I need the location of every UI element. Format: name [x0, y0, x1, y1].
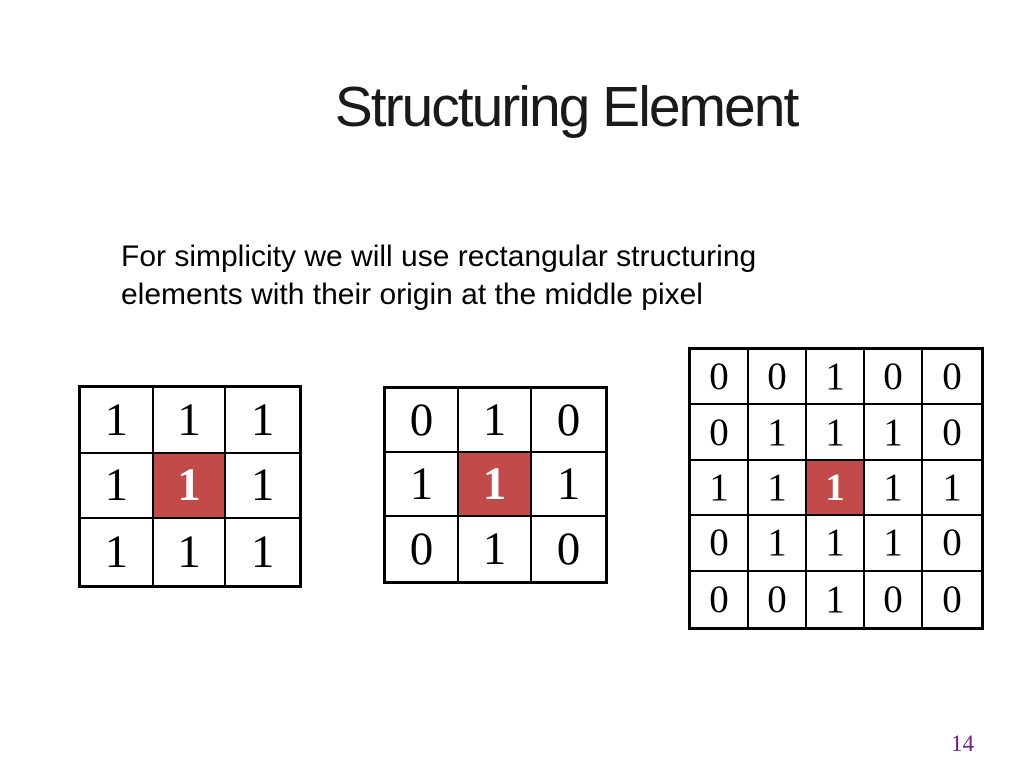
grid-cell: 0 [923, 405, 981, 461]
page-title: Structuring Element [334, 75, 800, 139]
grid-cell: 0 [386, 389, 459, 453]
grid-cell: 0 [386, 517, 459, 581]
grid-cell: 1 [154, 519, 227, 585]
grid-cell: 0 [532, 389, 605, 453]
grid-cell: 0 [749, 350, 807, 406]
grid-cell: 1 [749, 460, 807, 517]
grid-origin-cell: 1 [807, 460, 865, 517]
grid-cell: 1 [459, 389, 532, 453]
grid-cell: 1 [807, 405, 865, 461]
grid-cell: 0 [691, 405, 749, 461]
grid-origin-cell: 1 [153, 453, 227, 520]
grid-cell: 1 [865, 405, 923, 461]
body-text: For simplicity we will use rectangular s… [121, 238, 756, 314]
body-text-line-1: For simplicity we will use rectangular s… [121, 240, 757, 273]
grid-cell: 1 [532, 453, 605, 517]
grid-cell: 1 [807, 516, 865, 572]
grid-cell: 1 [691, 460, 749, 517]
grid-cell: 0 [865, 571, 923, 627]
grid-cell: 1 [865, 516, 923, 572]
grid-cell: 1 [865, 460, 923, 517]
grid-origin-cell: 1 [459, 453, 532, 517]
grid-cell: 1 [386, 453, 459, 517]
grid-cell: 0 [942, 577, 962, 621]
grid-cell: 1 [81, 453, 154, 520]
grid-cell: 1 [250, 526, 275, 579]
grid-cell: 1 [807, 350, 865, 406]
grid-cell: 1 [749, 516, 807, 572]
grid-cell: 1 [459, 517, 532, 581]
grid-cell: 0 [691, 571, 749, 627]
grid-cell: 1 [81, 519, 154, 585]
body-text-line-2: elements with their origin at the middle… [121, 278, 703, 311]
grid-cell: 0 [556, 523, 581, 575]
slide-page-number: 14 [951, 731, 974, 756]
grid-cell: 1 [226, 454, 299, 520]
grid-cell: 0 [691, 350, 749, 406]
grid-cell: 0 [923, 350, 981, 406]
grid-cell: 1 [226, 388, 299, 454]
grid-cell: 0 [865, 350, 923, 406]
grid-cell: 0 [691, 516, 749, 572]
grid-cell: 1 [923, 461, 981, 517]
grid-cell: 0 [749, 571, 807, 627]
grid-cell: 1 [749, 405, 807, 461]
grid-cell: 0 [923, 516, 981, 572]
grid-cell: 1 [153, 388, 227, 454]
grid-cell: 1 [81, 388, 154, 454]
grid-cell: 1 [807, 571, 865, 627]
